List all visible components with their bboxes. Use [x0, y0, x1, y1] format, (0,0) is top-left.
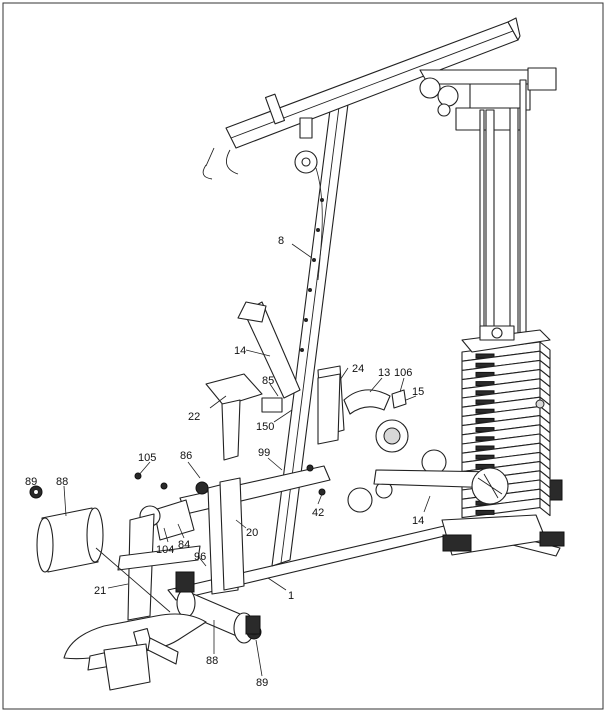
roller-upper — [36, 507, 104, 573]
leader-lines — [33, 243, 431, 677]
lower-frame — [117, 397, 331, 621]
callout-105: 105 — [138, 452, 156, 464]
callout-1: 1 — [288, 590, 294, 602]
callout-99: 99 — [258, 447, 270, 459]
callout-20: 20 — [246, 527, 258, 539]
callout-86: 86 — [180, 450, 192, 462]
callout-14-lower: 14 — [412, 515, 424, 527]
callout-96: 96 — [194, 551, 206, 563]
callout-85: 85 — [262, 375, 274, 387]
weight-plate-side — [539, 497, 551, 517]
callout-8: 8 — [278, 235, 284, 247]
callout-88-bottom: 88 — [206, 655, 218, 667]
foot-plate — [63, 547, 207, 691]
callout-104: 104 — [156, 544, 174, 556]
callout-150: 150 — [256, 421, 274, 433]
seat-22 — [205, 373, 263, 461]
callout-24: 24 — [352, 363, 364, 375]
press-arm-assembly — [237, 301, 509, 505]
seat-back-24 — [317, 373, 341, 445]
callout-42: 42 — [312, 507, 324, 519]
leg-rollers — [29, 485, 262, 644]
selector-pin — [535, 399, 545, 409]
plate-pin-slot — [475, 509, 495, 515]
callout-89-top: 89 — [25, 476, 37, 488]
callout-22: 22 — [188, 411, 200, 423]
callout-21: 21 — [94, 585, 106, 597]
pulleys — [294, 150, 447, 513]
callout-89-bottom: 89 — [256, 677, 268, 689]
callout-14: 14 — [234, 345, 246, 357]
callout-13: 13 — [378, 367, 390, 379]
callout-106: 106 — [394, 367, 412, 379]
cable — [315, 167, 323, 281]
callout-84: 84 — [178, 539, 190, 551]
base-frame — [167, 479, 565, 601]
callout-labels: 8 14 24 13 106 15 85 22 150 105 86 99 89… — [25, 235, 424, 689]
callout-15: 15 — [412, 386, 424, 398]
stack-top-plate — [461, 325, 551, 353]
top-beam — [202, 17, 521, 180]
top-pulley-assembly — [419, 67, 557, 131]
callout-88-top: 88 — [56, 476, 68, 488]
